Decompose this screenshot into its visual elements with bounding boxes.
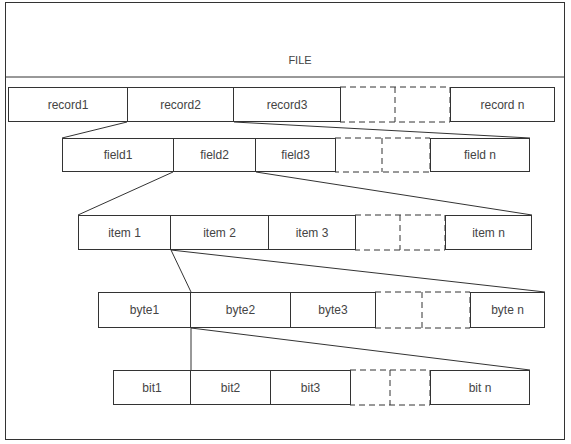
expansion-line	[78, 172, 173, 215]
header-rule	[5, 77, 565, 78]
item-box: item 3	[268, 215, 356, 250]
ellipsis-box	[350, 370, 430, 405]
box-label: byte3	[318, 303, 347, 317]
expansion-line	[171, 250, 191, 292]
expansion-line	[191, 328, 530, 370]
file-title: FILE	[6, 53, 564, 67]
record-box: record3	[233, 87, 341, 122]
record-box: record n	[450, 87, 555, 122]
ellipsis-divider	[390, 370, 391, 405]
box-label: field2	[200, 148, 229, 162]
expansion-line	[191, 328, 192, 370]
ellipsis-divider	[395, 87, 396, 122]
expansion-line	[171, 250, 545, 292]
field-box: field1	[62, 138, 174, 172]
box-label: record1	[48, 98, 89, 112]
ellipsis-box	[340, 87, 450, 122]
box-label: record3	[267, 98, 308, 112]
expansion-line	[234, 122, 530, 138]
ellipsis-divider	[422, 292, 423, 328]
field-box: field2	[173, 138, 256, 172]
ellipsis-divider	[400, 215, 401, 250]
box-label: record2	[160, 98, 201, 112]
record-box: record2	[127, 87, 234, 122]
byte-box: byte2	[190, 292, 291, 328]
expansion-line	[62, 122, 127, 138]
box-label: item 2	[203, 226, 236, 240]
box-label: item n	[472, 226, 505, 240]
box-label: bit3	[301, 381, 320, 395]
file-frame: FILE record1 record2 record3 record n field1 f…	[5, 2, 565, 440]
box-label: byte2	[226, 303, 255, 317]
item-box: item n	[445, 215, 532, 250]
box-label: field1	[104, 148, 133, 162]
box-label: bit1	[142, 381, 161, 395]
expansion-line	[256, 172, 532, 215]
byte-box: byte n	[470, 292, 545, 328]
bit-box: bit2	[190, 370, 271, 405]
box-label: byte n	[491, 303, 524, 317]
field-box: field n	[430, 138, 530, 172]
ellipsis-divider	[382, 138, 383, 172]
box-label: bit2	[221, 381, 240, 395]
bit-box: bit3	[270, 370, 351, 405]
ellipsis-box	[335, 138, 430, 172]
bit-box: bit1	[113, 370, 191, 405]
box-label: item 3	[296, 226, 329, 240]
box-label: field n	[464, 148, 496, 162]
item-box: item 2	[170, 215, 269, 250]
record-box: record1	[8, 87, 128, 122]
ellipsis-box	[355, 215, 445, 250]
item-box: item 1	[78, 215, 171, 250]
ellipsis-box	[375, 292, 470, 328]
byte-box: byte1	[98, 292, 191, 328]
box-label: item 1	[108, 226, 141, 240]
box-label: bit n	[469, 381, 492, 395]
bit-box: bit n	[430, 370, 530, 405]
box-label: field3	[281, 148, 310, 162]
field-box: field3	[255, 138, 336, 172]
box-label: record n	[480, 98, 524, 112]
byte-box: byte3	[290, 292, 376, 328]
box-label: byte1	[130, 303, 159, 317]
